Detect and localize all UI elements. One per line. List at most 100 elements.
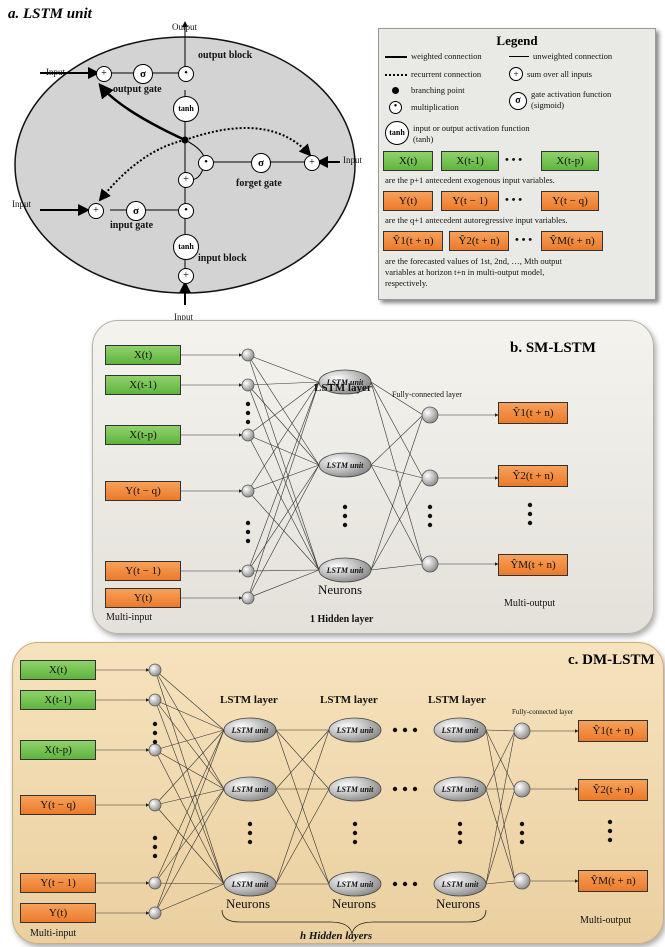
c-unit-dots [352, 830, 358, 836]
c-multi-output-label: Multi-output [580, 915, 632, 926]
c-input-node [148, 906, 162, 920]
sum-node-cell: + [178, 172, 194, 188]
c-layer-dots [402, 881, 408, 887]
tanh-icon: tanh [385, 121, 409, 145]
c-input-dots [152, 730, 158, 736]
c-unit-dots [247, 830, 253, 836]
b-output-2: Ŷ2(t + n) [498, 465, 568, 487]
c-lstm-unit [223, 776, 277, 802]
c-unit-to-fc [485, 788, 516, 882]
b-lstm-unit-text: LSTM unit [326, 378, 364, 387]
c-output-dots [607, 819, 613, 825]
b-fc-layer-label: Fully-connected layer [392, 390, 462, 399]
c-layer-dots [402, 786, 408, 792]
b-input-dots [245, 538, 251, 544]
sigma-node-output: σ [133, 64, 153, 84]
b-input-node [241, 564, 255, 578]
c-fc-dots [519, 830, 525, 836]
b-input-dots [245, 529, 251, 535]
c-unit-dots [352, 821, 358, 827]
c-output-1: Ŷ1(t + n) [578, 720, 648, 742]
c-lstm-unit-text: LSTM unit [336, 726, 374, 735]
b-output-dots [527, 520, 533, 526]
c-input-to-unit [154, 729, 225, 751]
c-input-node [148, 693, 162, 707]
b-input-to-unit [247, 490, 320, 571]
c-layer-dots [392, 727, 398, 733]
c-input-to-unit [154, 729, 225, 914]
c-input-to-unit [154, 669, 225, 731]
lstm-unit-diagram [14, 21, 356, 305]
b-input-to-unit [247, 434, 320, 571]
b-input-to-unit [247, 569, 320, 572]
recurrent-line-icon [385, 74, 407, 76]
c-input-5: Y(t − 1) [20, 873, 96, 893]
b-unit-to-fc [370, 381, 424, 565]
b-input-to-unit [247, 464, 320, 572]
b-unit-to-fc [370, 414, 424, 571]
panel-a-title-text: a. LSTM unit [8, 6, 92, 22]
c-layer-dots [412, 881, 418, 887]
b-unit-to-fc [370, 464, 424, 565]
mult-node-forget: • [198, 155, 214, 171]
c-fc-layer-label: Fully-connected layer [512, 708, 574, 716]
c-hidden-brace [221, 909, 487, 935]
c-output-dots [607, 828, 613, 834]
legend-yhat-desc-1: are the forecasted values of 1st, 2nd, …… [385, 256, 563, 266]
c-input-node [148, 798, 162, 812]
input-block-label: input block [198, 253, 247, 264]
legend-x-dots: • • • [505, 154, 523, 166]
sum-node-block: + [178, 268, 194, 284]
c-input-6: Y(t) [20, 903, 96, 923]
c-fc-dots [519, 821, 525, 827]
c-layer-dots [412, 786, 418, 792]
branch-text: branching point [411, 85, 465, 95]
c-input-to-unit [154, 882, 225, 885]
b-input-to-unit [247, 464, 320, 599]
b-input-5: Y(t − 1) [105, 561, 181, 581]
c-input-to-unit [154, 788, 225, 884]
c-input-dots [152, 844, 158, 850]
panel-b-title: b. SM-LSTM [510, 340, 596, 356]
c-lstm-unit [433, 871, 487, 897]
panel-a-title: a. LSTM unit [8, 6, 92, 23]
forget-gate-label: forget gate [236, 178, 282, 189]
c-lstm-unit [328, 717, 382, 743]
sum-text: sum over all inputs [527, 69, 592, 79]
c-hidden-label: h Hidden layers [300, 930, 373, 942]
b-unit-to-fc [370, 381, 424, 479]
c-layer-dots [392, 786, 398, 792]
b-unit-to-fc [370, 477, 424, 571]
mult-node-output: • [178, 66, 194, 82]
input-bottom-label: Input [174, 312, 193, 322]
c-input-4: Y(t − q) [20, 795, 96, 815]
c-input-to-unit [154, 699, 225, 790]
output-gate-label: output gate [113, 84, 162, 95]
b-unit-to-fc [370, 464, 424, 479]
unweighted-line-icon [509, 56, 529, 57]
b-input-dots [245, 410, 251, 416]
sum-node-output: + [96, 66, 112, 82]
c-lstm-unit [433, 717, 487, 743]
c-input-dots [152, 853, 158, 859]
b-hidden-label: 1 Hidden layer [310, 614, 374, 625]
b-input-dots [245, 419, 251, 425]
tanh-node-output: tanh [173, 96, 199, 122]
b-input-1: X(t) [105, 345, 181, 365]
c-unit-to-fc [485, 880, 516, 885]
b-input-node [241, 378, 255, 392]
c-fc-dots [519, 839, 525, 845]
legend-yhat-box-3: ŶM(t + n) [541, 231, 603, 251]
b-input-to-unit [247, 569, 320, 599]
c-unit-to-unit [275, 729, 330, 885]
mult-node-input: • [178, 203, 194, 219]
b-input-to-unit [247, 354, 320, 571]
c-input-to-unit [154, 883, 225, 914]
legend-y-dots: • • • [505, 194, 523, 206]
c-output-dots [607, 837, 613, 843]
c-unit-dots [457, 821, 463, 827]
c-input-to-unit [154, 749, 225, 790]
b-multi-output-label: Multi-output [504, 598, 556, 609]
